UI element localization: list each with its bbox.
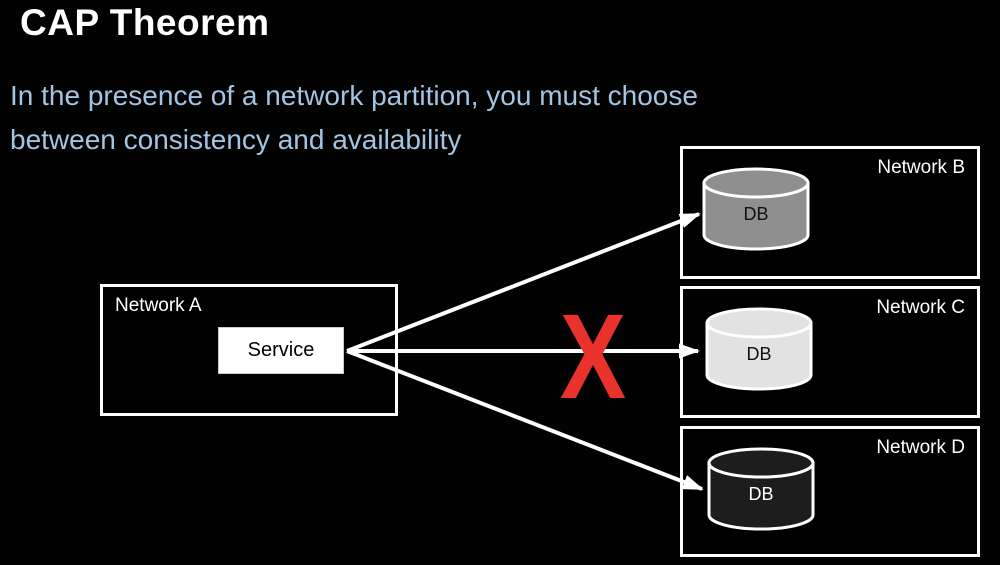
subtitle-line-1: In the presence of a network partition, …	[10, 80, 698, 111]
subtitle-line-2: between consistency and availability	[10, 124, 462, 155]
network-d-box: Network D	[680, 426, 980, 557]
service-node: Service	[218, 327, 344, 374]
database-cylinder-c	[705, 307, 813, 391]
arrow-service-to-network-b	[346, 212, 701, 353]
database-cylinder-d	[707, 447, 815, 531]
network-a-label: Network A	[115, 295, 202, 316]
subtitle: In the presence of a network partition, …	[10, 74, 698, 162]
network-c-label: Network C	[876, 297, 965, 318]
network-d-label: Network D	[876, 437, 965, 458]
page-title: CAP Theorem	[20, 2, 270, 43]
partition-x-mark: X	[559, 288, 627, 424]
arrow-service-to-network-d	[346, 349, 704, 491]
database-cylinder-b	[702, 167, 810, 251]
network-b-label: Network B	[877, 157, 965, 178]
